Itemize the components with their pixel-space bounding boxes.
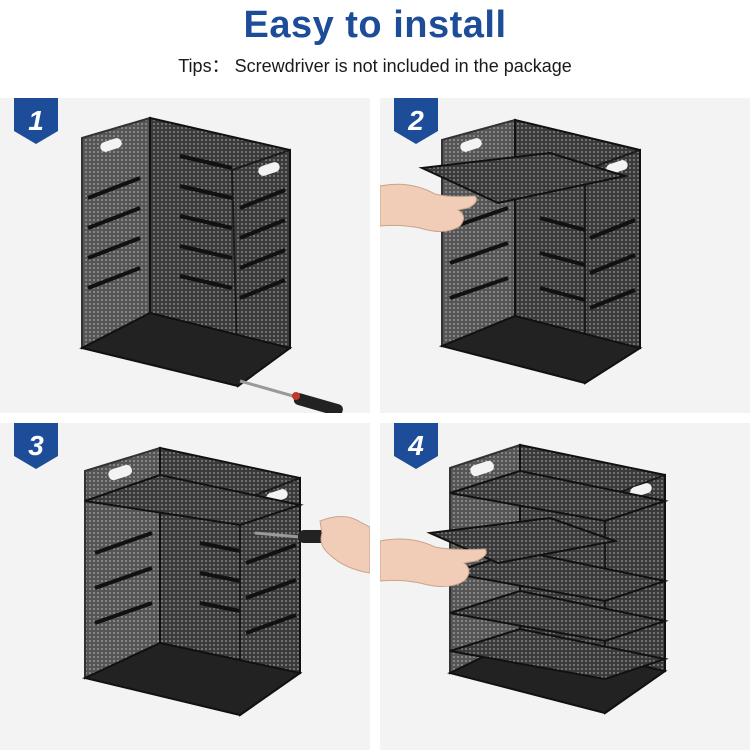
organizer-frame-icon [426, 443, 669, 715]
step-number: 1 [28, 105, 44, 136]
step-number: 4 [408, 430, 424, 461]
step-badge: 4 [394, 423, 438, 469]
hand-inserting-shelf-icon [380, 183, 477, 232]
hand-screwdriver-icon [254, 516, 370, 574]
screwdriver-icon [239, 379, 343, 413]
step-4-panel: 4 [380, 423, 750, 750]
step-badge: 3 [14, 423, 58, 469]
step-badge: 2 [394, 98, 438, 144]
step-2-panel: 2 [380, 98, 750, 413]
organizer-frame-icon [418, 118, 643, 385]
step-number: 2 [408, 105, 424, 136]
hand-inserting-shelf-icon [380, 538, 487, 587]
organizer-frame-icon [79, 116, 293, 388]
step-number: 3 [28, 430, 44, 461]
step-3-panel: 3 [0, 423, 370, 750]
page-title: Easy to install [243, 4, 507, 46]
tips-text: Tips： Screwdriver is not included in the… [178, 56, 572, 76]
organizer-frame-icon [81, 446, 304, 717]
step-1-panel: 1 [0, 98, 370, 413]
step-badge: 1 [14, 98, 58, 144]
